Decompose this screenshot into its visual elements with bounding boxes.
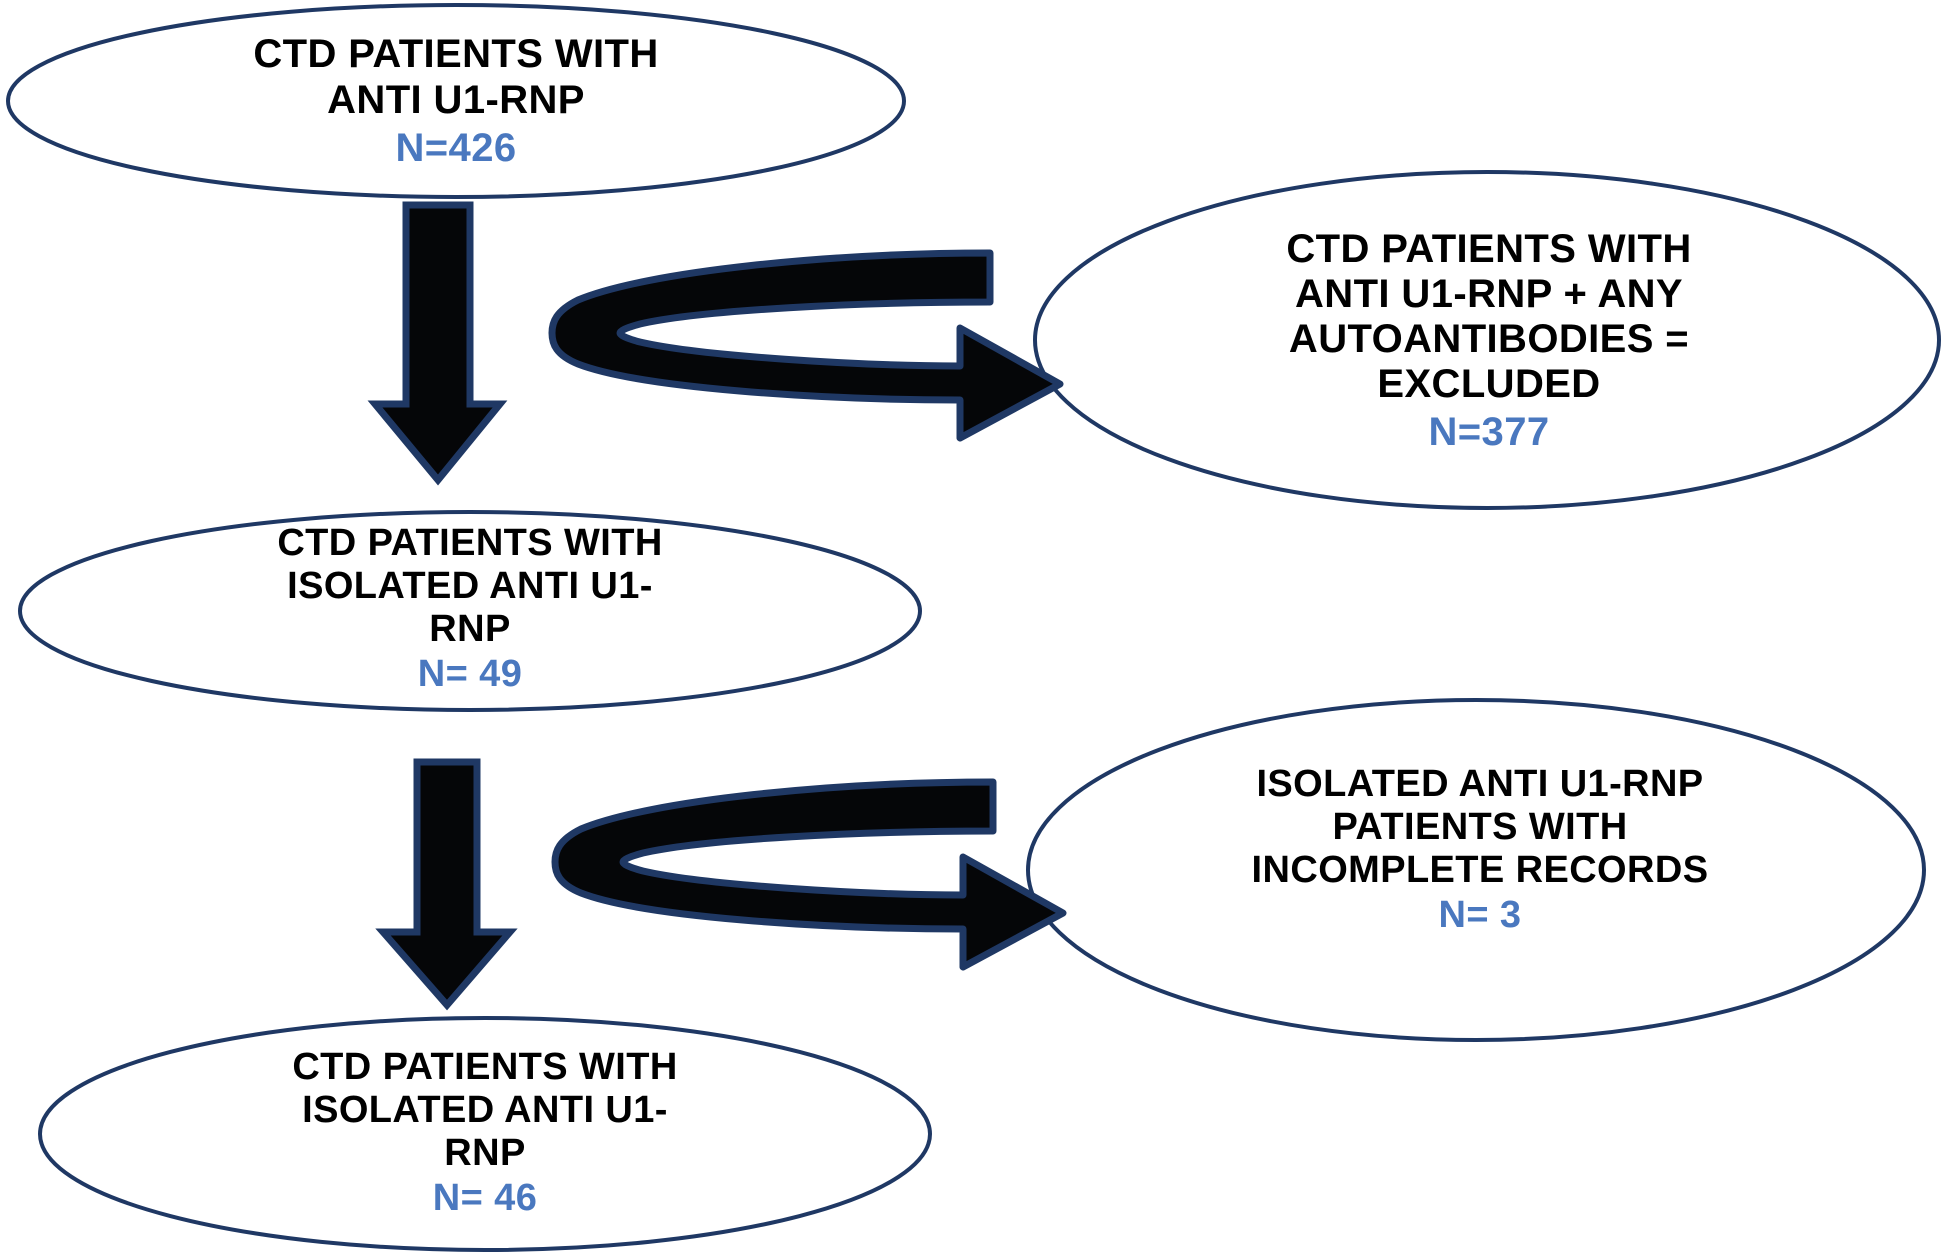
node-title: ISOLATED ANTI U1-RNP PATIENTS WITH INCOM… <box>1251 762 1709 891</box>
node-excluded-any-autoantibodies: CTD PATIENTS WITH ANTI U1-RNP + ANY AUTO… <box>1130 180 1848 502</box>
node-title: CTD PATIENTS WITH ISOLATED ANTI U1- RNP <box>292 1045 678 1174</box>
ellipse-excluded-any-autoantibodies <box>1033 170 1941 510</box>
ellipse-ctd-patients-with-anti-u1-rnp <box>6 3 906 199</box>
node-count-badge: N= 3 <box>1438 893 1522 936</box>
down-arrow-cohort-to-isolated <box>367 201 508 486</box>
node-count-badge: N= 46 <box>432 1176 538 1219</box>
node-count-badge: N=377 <box>1428 410 1550 455</box>
ellipse-isolated-anti-u1-rnp <box>18 510 922 712</box>
curved-arrow-to-excluded <box>548 249 1064 442</box>
down-arrow-isolated-to-final <box>375 758 518 1011</box>
node-final-cohort: CTD PATIENTS WITH ISOLATED ANTI U1- RNP … <box>130 1045 840 1219</box>
curved-arrow-to-incomplete-records <box>551 778 1067 971</box>
node-ctd-patients-with-anti-u1-rnp: CTD PATIENTS WITH ANTI U1-RNP N=426 <box>100 24 812 179</box>
node-title: CTD PATIENTS WITH ANTI U1-RNP + ANY AUTO… <box>1286 226 1692 407</box>
node-title: CTD PATIENTS WITH ISOLATED ANTI U1- RNP <box>277 521 663 650</box>
node-title: CTD PATIENTS WITH ANTI U1-RNP <box>253 32 659 122</box>
node-incomplete-records: ISOLATED ANTI U1-RNP PATIENTS WITH INCOM… <box>1090 750 1870 950</box>
node-count-badge: N= 49 <box>417 652 523 695</box>
node-count-badge: N=426 <box>395 125 517 170</box>
ellipse-incomplete-records <box>1026 698 1926 1042</box>
ellipse-final-cohort <box>38 1016 932 1252</box>
node-isolated-anti-u1-rnp: CTD PATIENTS WITH ISOLATED ANTI U1- RNP … <box>115 522 825 695</box>
